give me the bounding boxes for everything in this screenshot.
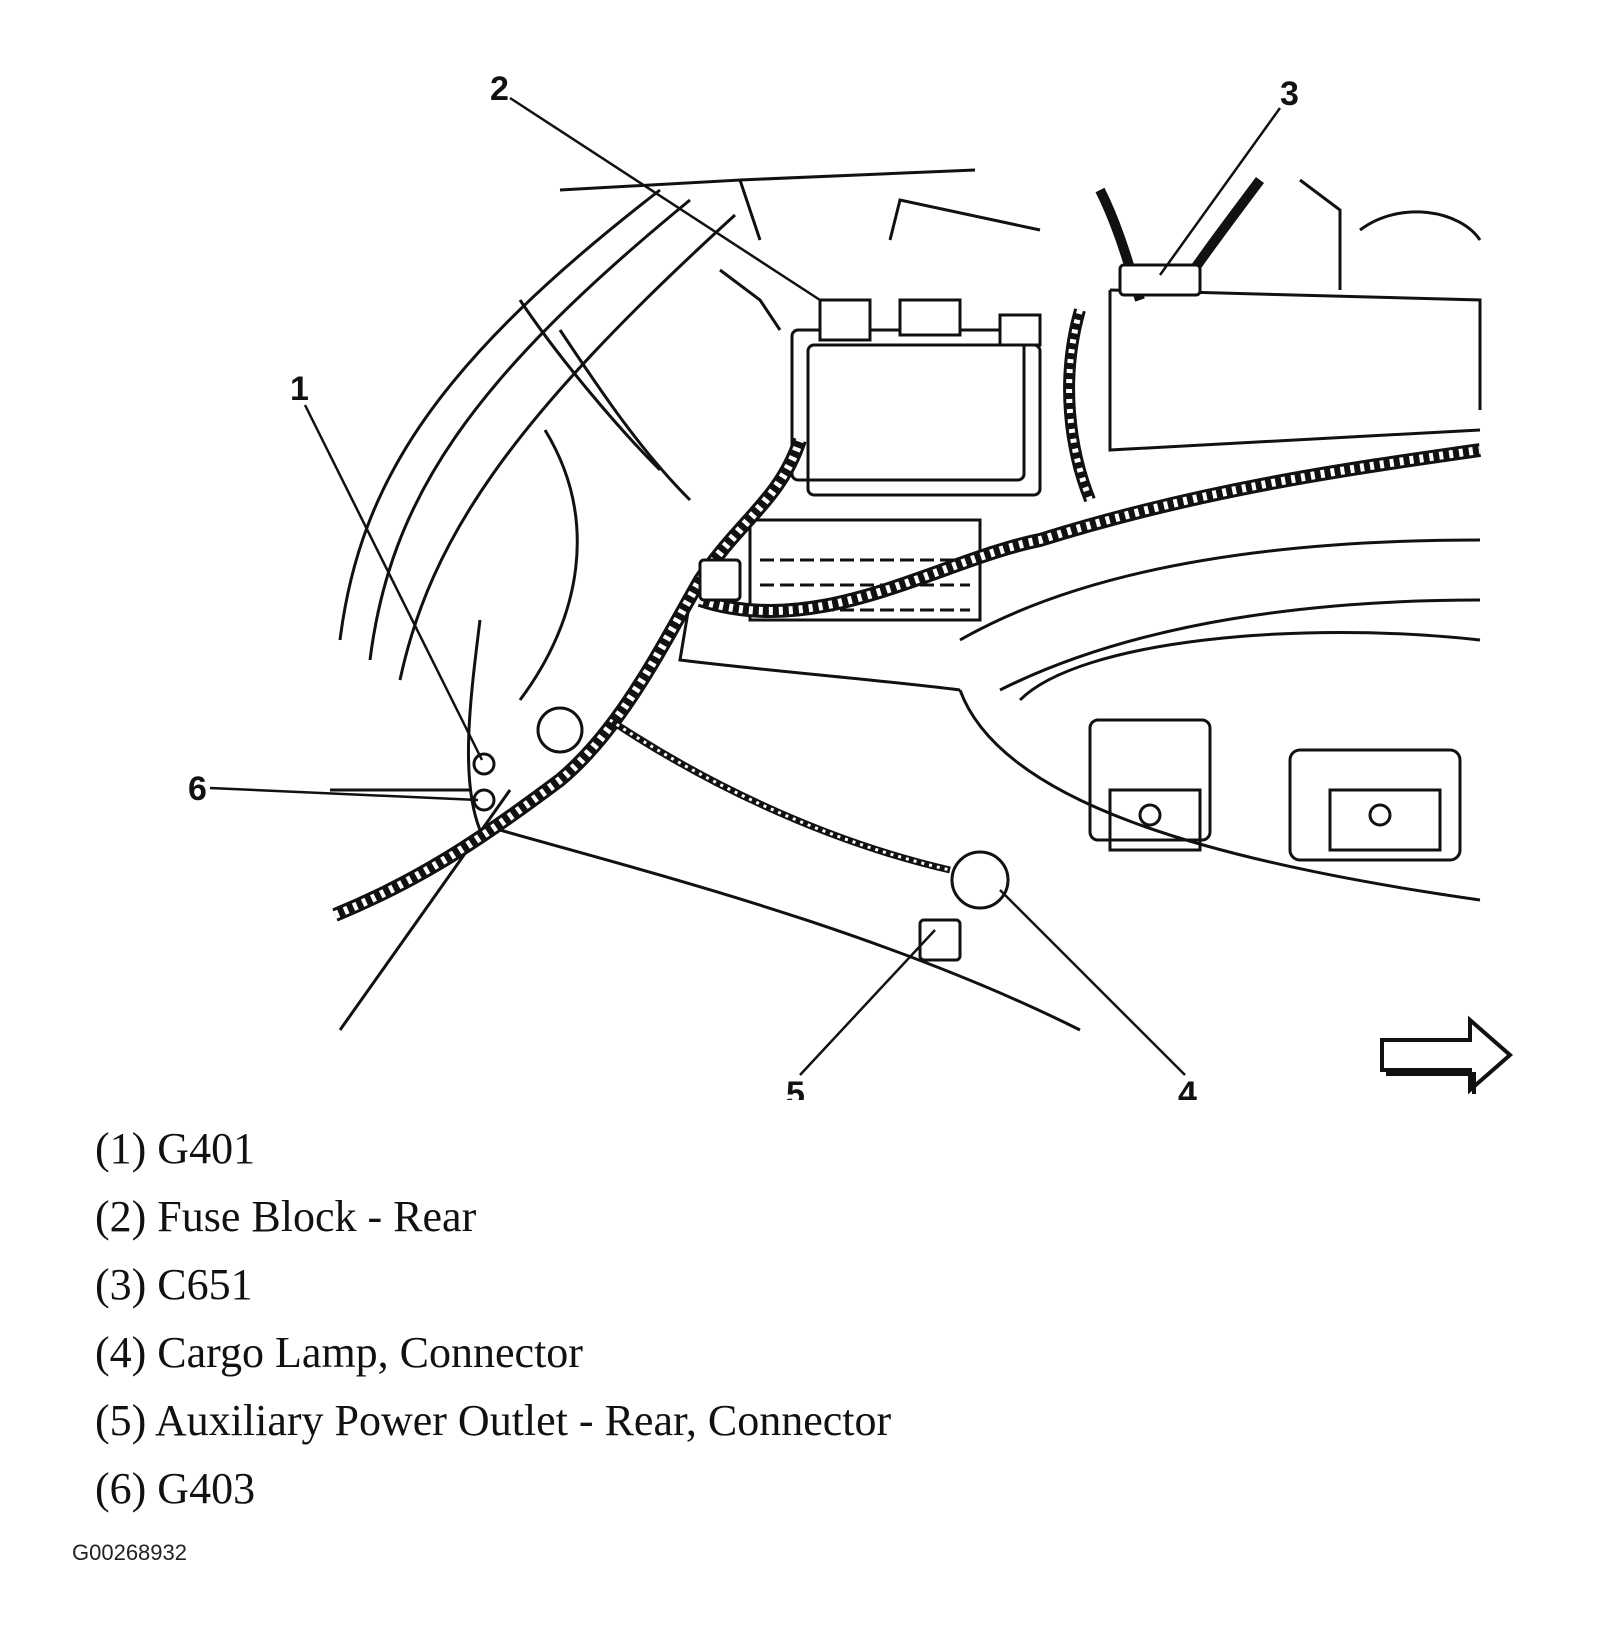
vehicle-body-outline: [330, 168, 1482, 1032]
legend-item: (2) Fuse Block - Rear: [95, 1192, 477, 1241]
callout-5: 5: [786, 1075, 805, 1100]
legend-item: (3) C651: [95, 1260, 253, 1309]
callout-4: 4: [1178, 1075, 1197, 1100]
callout-3: 3: [1280, 75, 1299, 113]
callout-1: 1: [290, 370, 309, 408]
arrow-right-icon: [1380, 1015, 1514, 1095]
callout-6: 6: [188, 770, 207, 808]
component-legend: (1) G401 (2) Fuse Block - Rear (3) C651 …: [95, 1115, 891, 1523]
rear-module-housings: [1088, 718, 1462, 862]
wiring-harness: [332, 177, 1481, 922]
legend-item: (1) G401: [95, 1124, 256, 1173]
wiring-location-illustration: 1 2 3 4 5 6: [188, 70, 1514, 1100]
fuse-block-shape: [748, 298, 1042, 622]
legend-item: (5) Auxiliary Power Outlet - Rear, Conne…: [95, 1396, 892, 1445]
callout-labels: 1 2 3 4 5 6: [188, 70, 1299, 1100]
figure-id: G00268932: [72, 1540, 187, 1565]
legend-item: (6) G403: [95, 1464, 256, 1513]
legend-item: (4) Cargo Lamp, Connector: [95, 1328, 583, 1377]
callout-2: 2: [490, 70, 509, 108]
component-connectors: [472, 263, 1202, 962]
leader-lines: [209, 96, 1282, 1076]
